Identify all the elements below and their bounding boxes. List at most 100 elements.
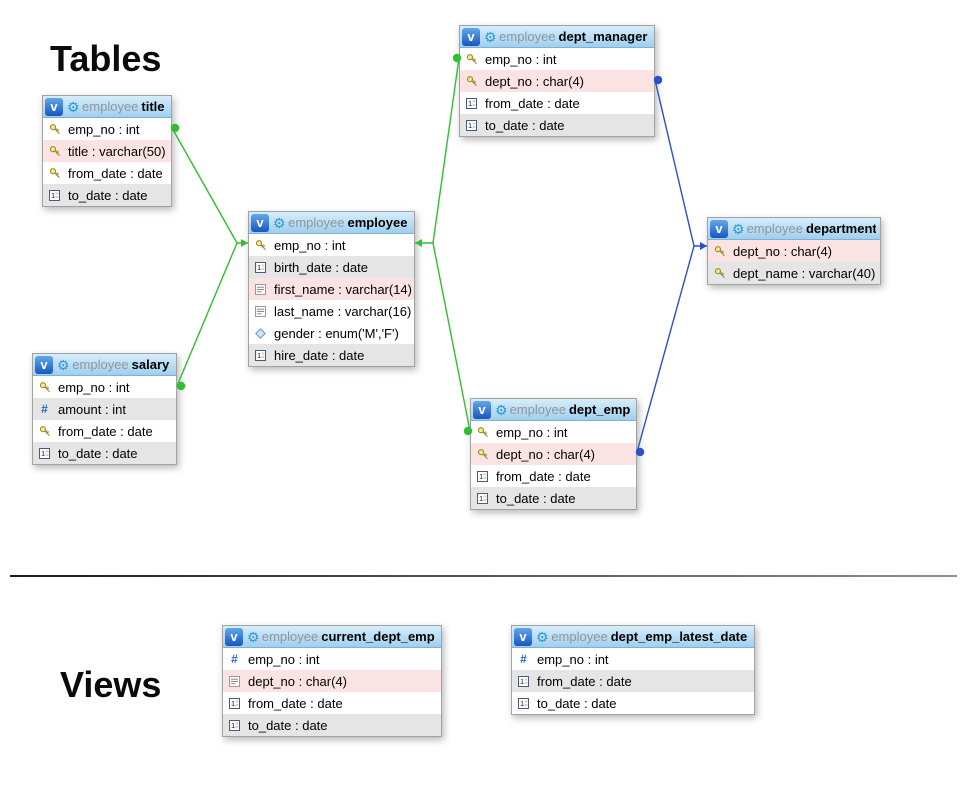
schema-name: employee <box>551 629 608 644</box>
column-dept_emp-dept_no[interactable]: dept_no : char(4) <box>471 443 636 465</box>
column-label: emp_no : int <box>68 121 140 137</box>
primary-key-icon <box>38 381 51 393</box>
enum-type-icon <box>254 327 267 339</box>
column-label: last_name : varchar(16) <box>274 303 412 319</box>
column-label: from_date : date <box>68 165 163 181</box>
column-employee-emp_no[interactable]: emp_no : int <box>249 234 414 256</box>
column-department-dept_name[interactable]: dept_name : varchar(40) <box>708 262 880 284</box>
svg-text:1: 1 <box>520 699 524 708</box>
schema-name: employee <box>72 357 129 372</box>
column-title-to_date[interactable]: 1 to_date : date <box>43 184 171 206</box>
date-type-icon: 1 <box>228 697 241 709</box>
column-label: dept_no : char(4) <box>733 243 833 259</box>
column-dept_manager-emp_no[interactable]: emp_no : int <box>460 48 654 70</box>
column-label: amount : int <box>58 401 126 417</box>
column-current_dept_emp-emp_no[interactable]: #emp_no : int <box>223 648 441 670</box>
column-title-from_date[interactable]: from_date : date <box>43 162 171 184</box>
column-label: dept_name : varchar(40) <box>733 265 876 281</box>
column-department-dept_no[interactable]: dept_no : char(4) <box>708 240 880 262</box>
column-dept_emp-emp_no[interactable]: emp_no : int <box>471 421 636 443</box>
column-label: to_date : date <box>485 117 565 133</box>
schema-name: employee <box>82 99 139 114</box>
column-employee-first_name[interactable]: first_name : varchar(14) <box>249 278 414 300</box>
column-dept_emp_latest_date-to_date[interactable]: 1 to_date : date <box>512 692 754 714</box>
column-dept_emp_latest_date-emp_no[interactable]: # emp_no : int <box>512 648 754 670</box>
column-label: to_date : date <box>537 695 617 711</box>
column-salary-amount[interactable]: #amount : int <box>33 398 176 420</box>
svg-text:1: 1 <box>51 191 55 200</box>
date-type-icon: 1 <box>38 447 51 459</box>
column-label: to_date : date <box>58 445 138 461</box>
gear-icon: ⚙ <box>57 356 70 373</box>
column-label: from_date : date <box>485 95 580 111</box>
text-type-icon <box>254 305 267 317</box>
date-type-icon: 1 <box>254 349 267 361</box>
svg-text:1: 1 <box>231 699 235 708</box>
column-current_dept_emp-dept_no[interactable]: dept_no : char(4) <box>223 670 441 692</box>
column-label: hire_date : date <box>274 347 365 363</box>
designer-badge-icon: v <box>251 213 269 232</box>
numeric-type-icon: # <box>520 652 527 666</box>
text-type-icon <box>254 283 267 295</box>
gear-icon: ⚙ <box>536 628 549 645</box>
column-dept_manager-dept_no[interactable]: dept_no : char(4) <box>460 70 654 92</box>
column-label: emp_no : int <box>58 379 130 395</box>
column-salary-emp_no[interactable]: emp_no : int <box>33 376 176 398</box>
designer-badge-icon: v <box>514 627 532 646</box>
column-label: to_date : date <box>68 187 148 203</box>
table-name: salary <box>131 357 170 372</box>
designer-badge-icon: v <box>462 27 480 46</box>
column-employee-last_name[interactable]: last_name : varchar(16) <box>249 300 414 322</box>
primary-key-icon <box>465 53 478 65</box>
column-dept_manager-from_date[interactable]: 1 from_date : date <box>460 92 654 114</box>
primary-key-icon <box>254 239 267 251</box>
date-type-icon: 1 <box>254 261 267 273</box>
column-title-title[interactable]: title : varchar(50) <box>43 140 171 162</box>
date-type-icon: 1 <box>517 675 530 687</box>
svg-text:1: 1 <box>231 721 235 730</box>
numeric-type-icon: # <box>231 652 238 666</box>
column-label: emp_no : int <box>537 651 609 667</box>
column-employee-gender[interactable]: gender : enum('M','F') <box>249 322 414 344</box>
designer-badge-icon: v <box>710 219 728 238</box>
primary-key-icon <box>38 425 51 437</box>
column-label: from_date : date <box>248 695 343 711</box>
date-type-icon: 1 <box>465 97 478 109</box>
primary-key-icon <box>713 245 726 257</box>
tables-section-heading: Tables <box>50 38 162 80</box>
column-title-emp_no[interactable]: emp_no : int <box>43 118 171 140</box>
column-label: first_name : varchar(14) <box>274 281 412 297</box>
column-label: to_date : date <box>496 490 576 506</box>
column-employee-hire_date[interactable]: 1 hire_date : date <box>249 344 414 366</box>
primary-key-icon <box>48 145 61 157</box>
column-salary-from_date[interactable]: from_date : date <box>33 420 176 442</box>
column-salary-to_date[interactable]: 1 to_date : date <box>33 442 176 464</box>
table-name: employee <box>347 215 408 230</box>
column-current_dept_emp-from_date[interactable]: 1 from_date : date <box>223 692 441 714</box>
table-name: department <box>805 221 876 236</box>
table-name: current_dept_emp <box>321 629 435 644</box>
column-label: dept_no : char(4) <box>248 673 348 689</box>
